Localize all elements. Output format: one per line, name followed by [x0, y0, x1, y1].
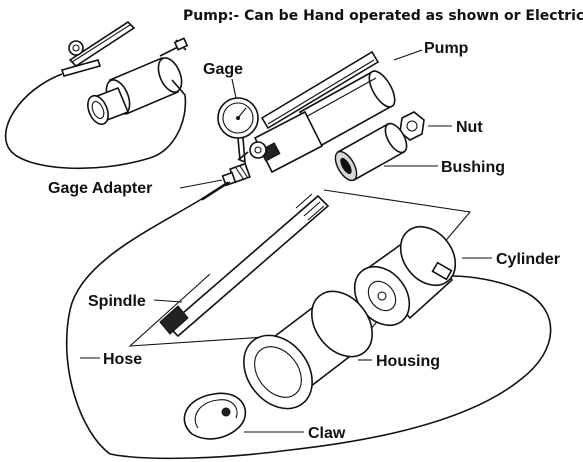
cylinder-label: Cylinder: [496, 251, 560, 268]
caption: Pump:- Can be Hand operated as shown or …: [183, 8, 583, 24]
claw: [183, 392, 247, 440]
housing: [243, 290, 373, 410]
nut-label: Nut: [456, 119, 483, 136]
housing-label: Housing: [376, 353, 440, 370]
claw-label: Claw: [308, 425, 346, 442]
pump: [237, 50, 396, 174]
hose: [65, 181, 552, 460]
gage: [217, 97, 259, 164]
gage-adapter: [221, 162, 251, 187]
gage-adapter-label: Gage Adapter: [48, 180, 152, 197]
pump-leader: [393, 49, 423, 61]
spindle: [159, 193, 330, 338]
spindle-label: Spindle: [88, 293, 146, 310]
inset-assembly: [4, 20, 189, 170]
gage-leader: [231, 78, 237, 99]
hose-label: Hose: [103, 351, 142, 368]
spindle-leader: [153, 299, 183, 303]
bushing: [334, 122, 408, 182]
inset-pump: [60, 20, 136, 77]
inset-cylinder: [87, 37, 189, 126]
gage-adapter-leader: [179, 179, 223, 189]
cylinder: [353, 225, 457, 327]
inset-hose: [4, 73, 187, 170]
bushing-label: Bushing: [441, 159, 505, 176]
pump-label: Pump: [424, 40, 469, 57]
gage-label: Gage: [203, 61, 243, 78]
